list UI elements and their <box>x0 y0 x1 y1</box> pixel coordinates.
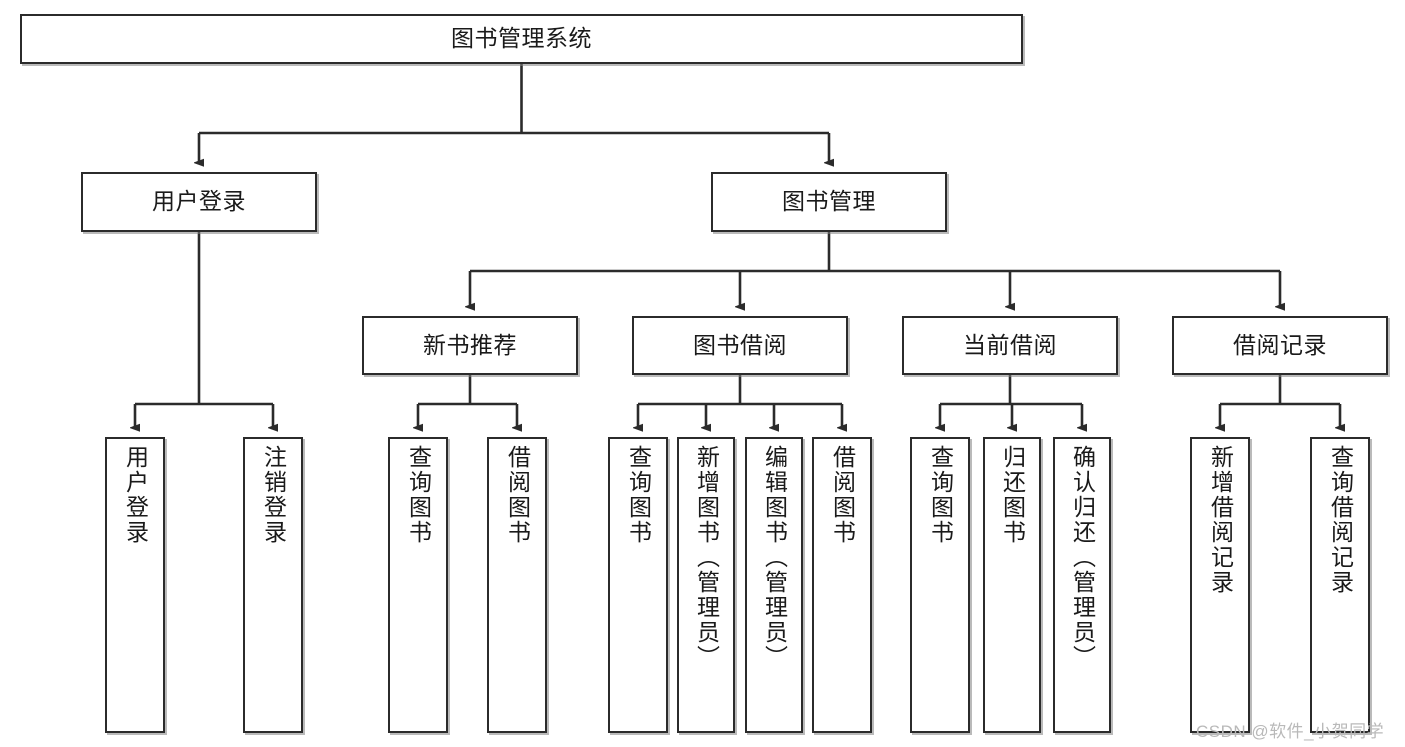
node-root-book-management-system[interactable]: 图书管理系统 <box>20 14 1023 64</box>
node-label: 查询借阅记录 <box>1327 445 1354 595</box>
node-label: 图书管理 <box>782 188 876 215</box>
leaf-query-book-current[interactable]: 查询图书 <box>910 437 970 733</box>
node-label: 新书推荐 <box>423 331 517 358</box>
node-label: 图书借阅 <box>693 331 787 358</box>
node-label: 借阅记录 <box>1233 331 1327 358</box>
node-label: 新增借阅记录 <box>1207 445 1234 595</box>
node-book-management[interactable]: 图书管理 <box>711 172 947 232</box>
node-label: 编辑图书（管理员） <box>761 445 788 670</box>
node-label: 查询图书 <box>405 445 432 545</box>
node-borrowing-record[interactable]: 借阅记录 <box>1172 316 1388 375</box>
node-label: 确认归还（管理员） <box>1069 445 1096 670</box>
node-label: 新增图书（管理员） <box>693 445 720 670</box>
leaf-logout[interactable]: 注销登录 <box>243 437 303 733</box>
leaf-user-login[interactable]: 用户登录 <box>105 437 165 733</box>
leaf-return-book[interactable]: 归还图书 <box>983 437 1041 733</box>
leaf-query-borrowing-record[interactable]: 查询借阅记录 <box>1310 437 1370 733</box>
node-current-borrowing[interactable]: 当前借阅 <box>902 316 1118 375</box>
leaf-add-book-admin[interactable]: 新增图书（管理员） <box>677 437 735 733</box>
leaf-query-book-borrowing[interactable]: 查询图书 <box>608 437 668 733</box>
leaf-borrow-book-newbook[interactable]: 借阅图书 <box>487 437 547 733</box>
node-label: 当前借阅 <box>963 331 1057 358</box>
node-new-book-recommendation[interactable]: 新书推荐 <box>362 316 578 375</box>
leaf-edit-book-admin[interactable]: 编辑图书（管理员） <box>745 437 803 733</box>
node-label: 用户登录 <box>122 445 149 545</box>
node-label: 查询图书 <box>625 445 652 545</box>
watermark-text: CSDN @软件_小贺同学 <box>1196 722 1385 741</box>
node-label: 查询图书 <box>927 445 954 545</box>
leaf-confirm-return-admin[interactable]: 确认归还（管理员） <box>1053 437 1111 733</box>
leaf-borrow-book-borrowing[interactable]: 借阅图书 <box>812 437 872 733</box>
node-label: 借阅图书 <box>829 445 856 545</box>
node-label: 借阅图书 <box>504 445 531 545</box>
node-label: 图书管理系统 <box>451 25 592 52</box>
node-label: 归还图书 <box>999 445 1026 545</box>
node-book-borrowing[interactable]: 图书借阅 <box>632 316 848 375</box>
node-user-login[interactable]: 用户登录 <box>81 172 317 232</box>
node-label: 用户登录 <box>152 188 246 215</box>
leaf-query-book-newbook[interactable]: 查询图书 <box>388 437 448 733</box>
leaf-add-borrowing-record[interactable]: 新增借阅记录 <box>1190 437 1250 733</box>
node-label: 注销登录 <box>260 445 287 545</box>
